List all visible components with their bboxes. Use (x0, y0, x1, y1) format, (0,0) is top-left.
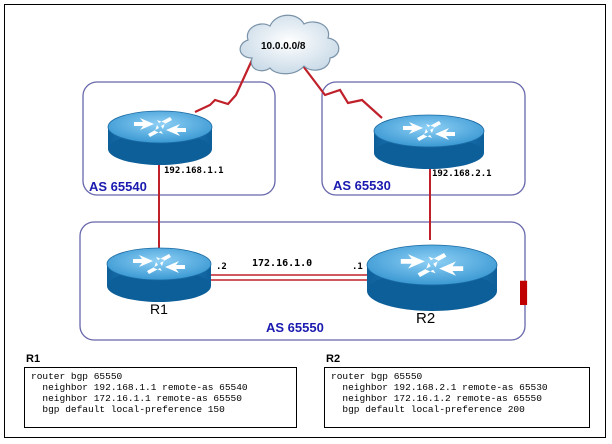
router-as65530-icon (373, 114, 485, 169)
r1-config-line: neighbor 172.16.1.1 remote-as 65550 (31, 393, 242, 404)
r1-config-box: router bgp 65550 neighbor 192.168.1.1 re… (24, 367, 297, 428)
router-r1-icon (106, 247, 212, 302)
r2-config-title: R2 (326, 353, 341, 365)
r2-config-line: neighbor 192.168.2.1 remote-as 65530 (331, 382, 548, 393)
router-as65540-icon (107, 110, 213, 165)
cloud-icon (239, 14, 340, 75)
ip-label-192-168-2-1: 192.168.2.1 (432, 169, 492, 179)
diagram-frame (4, 4, 606, 438)
r2-host-label: .1 (352, 262, 363, 272)
red-mark-glyph: ▌ (520, 282, 535, 304)
r2-config-line: router bgp 65550 (331, 371, 423, 382)
r2-config-line: bgp default local-preference 200 (331, 404, 525, 415)
r1-config-line: router bgp 65550 (31, 371, 123, 382)
as-65530-boundary (321, 81, 526, 196)
router-r2-icon (366, 244, 498, 311)
link-network-label: 172.16.1.0 (252, 258, 313, 269)
r1-host-label: .2 (216, 262, 227, 272)
r1-config-line: neighbor 192.168.1.1 remote-as 65540 (31, 382, 248, 393)
as-65540-boundary (82, 81, 276, 196)
r1-config-title: R1 (26, 353, 41, 365)
as-65540-label: AS 65540 (89, 179, 147, 194)
as-65550-boundary (79, 221, 526, 341)
as-65550-label: AS 65550 (266, 320, 324, 335)
serial-link-right (299, 61, 383, 119)
ip-label-192-168-1-1: 192.168.1.1 (164, 166, 224, 176)
r1-config-line: bgp default local-preference 150 (31, 404, 225, 415)
router-r2-label: R2 (416, 310, 436, 327)
router-r1-label: R1 (150, 301, 168, 317)
cloud-network-label: 10.0.0.0/8 (261, 41, 306, 52)
r2-config-line: neighbor 172.16.1.2 remote-as 65550 (331, 393, 542, 404)
r2-config-box: router bgp 65550 neighbor 192.168.2.1 re… (324, 367, 590, 428)
as-65530-label: AS 65530 (333, 178, 391, 193)
serial-link-left (194, 59, 254, 113)
